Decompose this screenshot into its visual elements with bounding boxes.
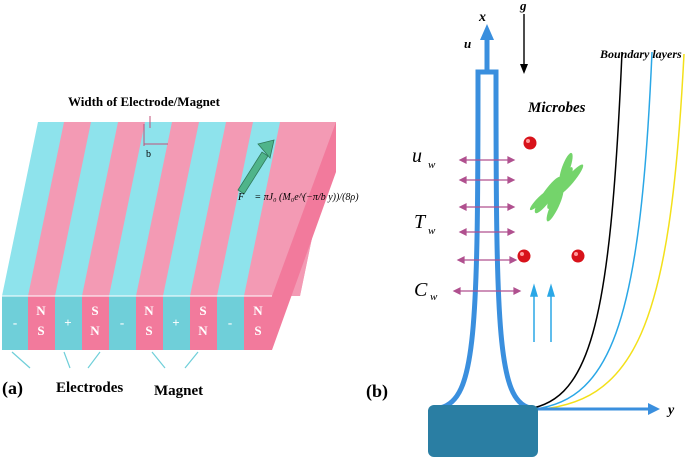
cw-label: C	[414, 279, 428, 301]
uw-label: u	[412, 145, 422, 167]
panel-a: - N S + S N - N S + S N - N S b Width of…	[2, 94, 359, 399]
panel-a-label: (a)	[2, 378, 23, 399]
panel-b: (b) x u y g	[366, 0, 685, 457]
strip-front-2	[28, 296, 55, 350]
strip-front-5	[109, 296, 136, 350]
panel-b-label: (b)	[366, 381, 388, 402]
magnet-pole-2b: N	[90, 323, 100, 338]
magnet-pole-5a: N	[253, 303, 263, 318]
tw-subscript: w	[428, 225, 436, 237]
tw-label: T	[414, 211, 427, 233]
magnet-pole-4b: N	[198, 323, 208, 338]
magnet-label: Magnet	[154, 383, 203, 399]
width-bracket: b	[143, 116, 168, 160]
strip-front-10	[244, 296, 272, 350]
microbe-1	[523, 136, 537, 150]
stretching-plate	[439, 69, 531, 411]
electrode-sign-5: -	[228, 315, 232, 330]
y-axis-label: y	[666, 403, 675, 418]
cw-subscript: w	[430, 291, 438, 303]
boundary-layer-3	[529, 53, 685, 411]
electrodes-label: Electrodes	[56, 380, 123, 396]
strip-symbols: - N S + S N - N S + S N - N S	[13, 303, 263, 338]
g-label: g	[519, 0, 527, 13]
strip-front-7	[163, 296, 190, 350]
strip-front-1	[2, 296, 28, 350]
strip-front-4	[82, 296, 109, 350]
magnet-pole-3b: S	[145, 323, 152, 338]
upward-arrows	[529, 283, 556, 342]
electrode-sign-1: -	[13, 315, 17, 330]
magnet-pole-4a: S	[199, 303, 206, 318]
microbes-label: Microbes	[527, 100, 586, 116]
wall-arrows	[452, 156, 522, 295]
magnet-pole-1b: S	[37, 323, 44, 338]
magnet-pole-5b: S	[254, 323, 261, 338]
magnet-pole-3a: N	[144, 303, 154, 318]
electrode-sign-3: -	[120, 315, 124, 330]
x-axis-label: x	[478, 10, 486, 25]
magnet-pole-1a: N	[36, 303, 46, 318]
microbe-spheres	[517, 136, 585, 263]
strip-front-8	[190, 296, 217, 350]
microbe-3	[571, 249, 585, 263]
force-arrow	[237, 139, 275, 195]
b-label: b	[146, 149, 151, 160]
electrode-pointers	[11, 351, 199, 369]
electrode-sign-4: +	[172, 315, 179, 330]
strip-front-3	[55, 296, 82, 350]
boundary-layer-1	[519, 51, 623, 411]
boundary-layers-label: Boundary layers	[599, 47, 682, 61]
bacteria-cluster	[529, 152, 584, 222]
strip-front-9	[217, 296, 244, 350]
boundary-layer-2	[524, 51, 653, 411]
force-formula: F⃗ = πJ₀ (M₀e^(−π/b y))/(8ρ)	[237, 192, 359, 203]
microbe-2	[517, 249, 531, 263]
electrode-sign-2: +	[64, 315, 71, 330]
u-label: u	[464, 36, 471, 51]
slab-side-face	[272, 122, 336, 350]
uw-subscript: w	[428, 159, 436, 171]
slab-front-face	[2, 295, 272, 350]
base-block	[428, 405, 538, 457]
width-label: Width of Electrode/Magnet	[68, 94, 221, 109]
magnet-pole-2a: S	[91, 303, 98, 318]
strip-front-6	[136, 296, 163, 350]
